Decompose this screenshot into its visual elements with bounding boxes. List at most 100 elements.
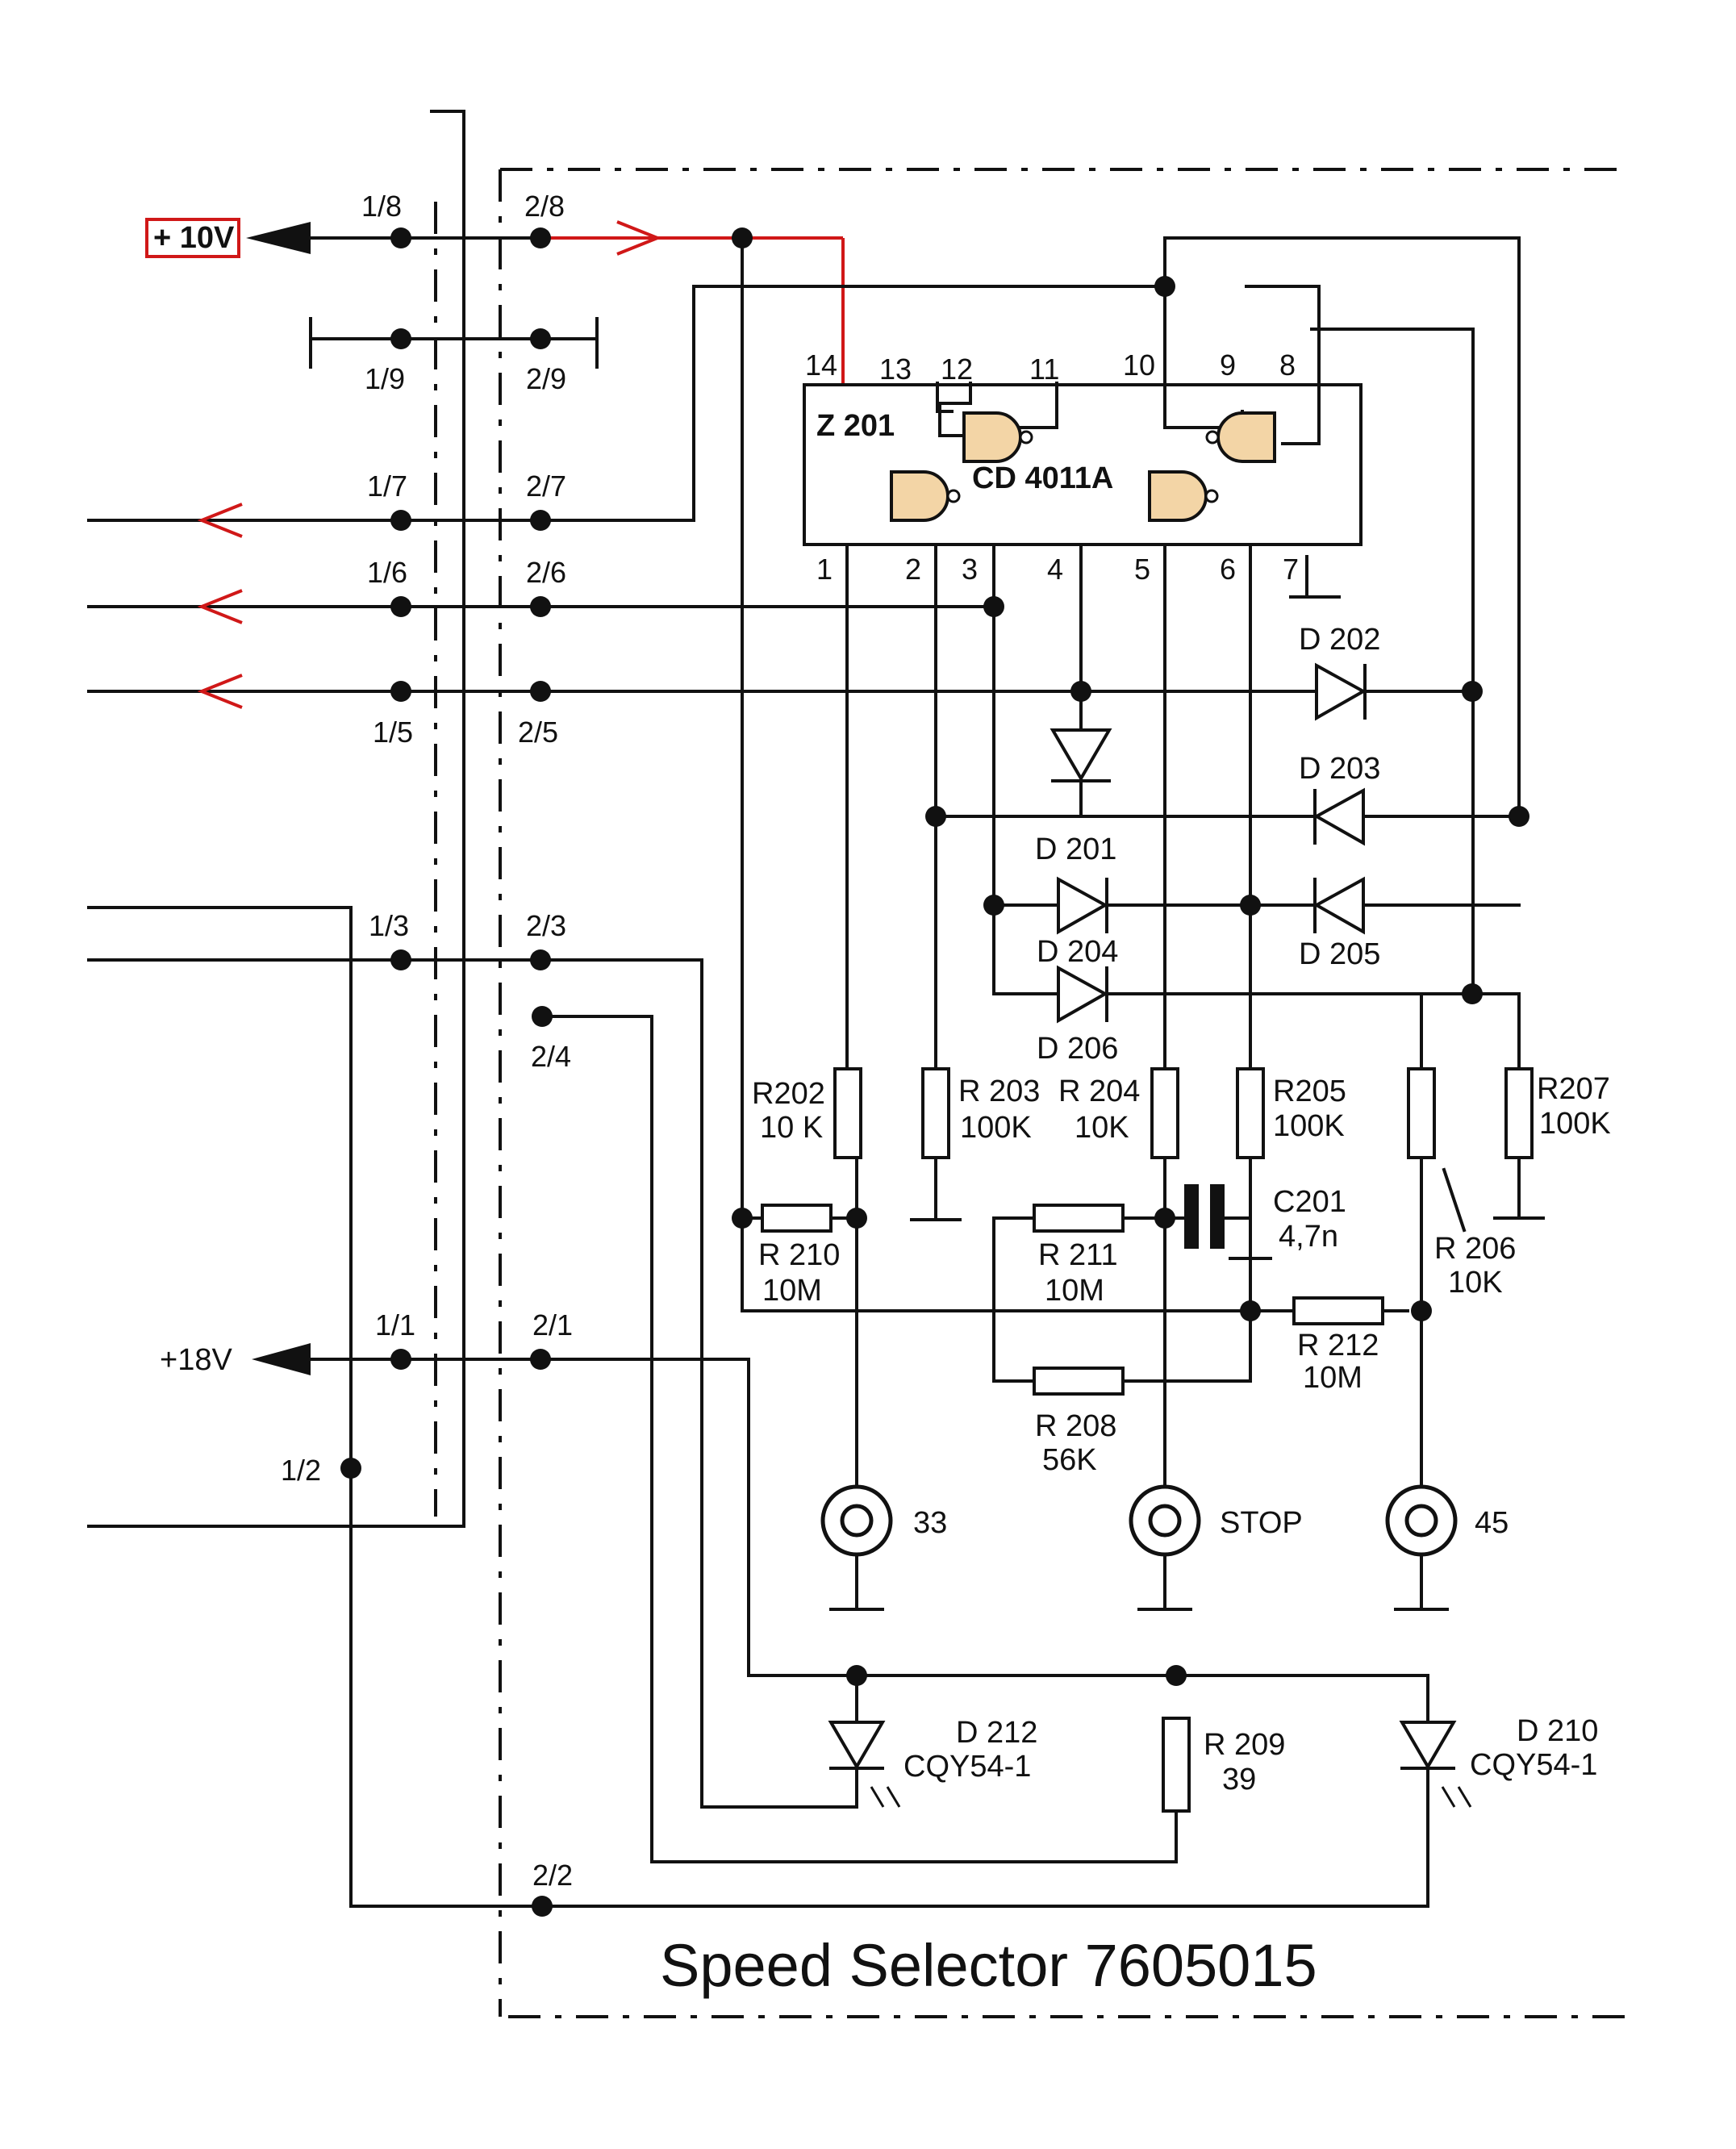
conn-1-9: 1/9 — [365, 362, 405, 395]
r210-value: 10M — [762, 1274, 822, 1308]
supply-18v-label: +18V — [160, 1343, 232, 1377]
conn-2-9: 2/9 — [526, 362, 566, 395]
r202-value: 10 K — [760, 1111, 823, 1145]
ic-pin-10: 10 — [1123, 348, 1155, 382]
ic-part: CD 4011A — [972, 461, 1113, 495]
diode-d206 — [1057, 965, 1109, 1024]
ic-pin-3: 3 — [962, 553, 978, 586]
resistor-r212 — [1292, 1296, 1384, 1325]
r204-name: R 204 — [1058, 1074, 1140, 1108]
nand-gate-2 — [1216, 411, 1276, 463]
nand-gate-4 — [1148, 470, 1208, 522]
led-d212: D 212 CQY54-1 — [828, 1674, 1037, 1808]
r210-name: R 210 — [758, 1238, 840, 1272]
r207-value: 100K — [1539, 1107, 1611, 1141]
resistor-r203 — [921, 1067, 950, 1159]
resistor-r208 — [1033, 1367, 1125, 1396]
ic-pin-5: 5 — [1134, 553, 1150, 586]
r212-name: R 212 — [1297, 1329, 1379, 1362]
resistor-r204 — [1150, 1067, 1179, 1159]
r209-value: 39 — [1222, 1763, 1256, 1796]
conn-1-1: 1/1 — [375, 1308, 415, 1342]
supply-10v-box — [145, 218, 240, 258]
resistor-r211 — [1033, 1204, 1125, 1233]
ic-pin-13: 13 — [879, 353, 912, 386]
diode-d201 — [1050, 728, 1112, 818]
c201-name: C201 — [1273, 1185, 1346, 1219]
conn-2-5: 2/5 — [518, 716, 558, 749]
r205-value: 100K — [1273, 1109, 1345, 1143]
conn-2-8: 2/8 — [524, 190, 565, 223]
arrow-10v — [246, 222, 311, 254]
d201-label: D 201 — [1035, 832, 1116, 866]
ic-pin-9: 9 — [1220, 348, 1236, 382]
conn-1-7: 1/7 — [367, 469, 407, 503]
resistor-r210 — [761, 1204, 833, 1233]
diode-d202 — [1315, 662, 1367, 721]
r202-name: R202 — [752, 1077, 825, 1111]
r205-name: R205 — [1273, 1074, 1346, 1108]
ic-ref: Z 201 — [816, 409, 895, 443]
resistors: R202 10 K R 203 100K R 204 10K R205 100K… — [752, 1067, 1611, 1813]
d210-name: D 210 — [1517, 1714, 1598, 1748]
resistor-r207 — [1504, 1067, 1534, 1159]
ic-pin-14: 14 — [805, 348, 837, 382]
connector-wiring — [87, 220, 1474, 1908]
conn-1-5: 1/5 — [373, 716, 413, 749]
ic-pin-4: 4 — [1047, 553, 1063, 586]
conn-1-6: 1/6 — [367, 556, 407, 589]
touch-buttons: 33 STOP 45 — [820, 1484, 1509, 1611]
ic-pin-11: 11 — [1029, 353, 1059, 386]
r203-value: 100K — [960, 1111, 1032, 1145]
r207-name: R207 — [1537, 1072, 1610, 1106]
board-outlines — [87, 110, 1630, 2018]
conn-1-3: 1/3 — [369, 909, 409, 942]
junctions — [340, 227, 1529, 1917]
ic-z201: Z 201 CD 4011A 14 13 12 11 10 9 8 1 2 3 … — [803, 348, 1363, 599]
c201-value: 4,7n — [1279, 1220, 1338, 1254]
button-33-label: 33 — [913, 1506, 947, 1540]
d202-label: D 202 — [1299, 623, 1380, 657]
connector-labels: 1/8 2/8 1/9 2/9 1/7 2/7 1/6 2/6 1/5 2/5 … — [281, 190, 573, 1892]
ic-pin-6: 6 — [1220, 553, 1236, 586]
resistor-r209 — [1162, 1717, 1191, 1813]
conn-2-2: 2/2 — [532, 1859, 573, 1892]
button-45-label: 45 — [1475, 1506, 1509, 1540]
d210-part: CQY54-1 — [1470, 1748, 1597, 1782]
led-d210: D 210 CQY54-1 — [1399, 1714, 1598, 1808]
r204-value: 10K — [1075, 1111, 1129, 1145]
diode-d204 — [1057, 876, 1109, 935]
conn-1-2: 1/2 — [281, 1454, 321, 1487]
button-33[interactable]: 33 — [820, 1484, 947, 1611]
resistor-r205 — [1236, 1067, 1265, 1159]
arrow-18v — [252, 1343, 311, 1375]
d206-label: D 206 — [1037, 1032, 1118, 1066]
button-45[interactable]: 45 — [1385, 1484, 1509, 1611]
r208-value: 56K — [1042, 1443, 1097, 1477]
d212-part: CQY54-1 — [903, 1750, 1031, 1784]
diode-d203 — [1312, 787, 1365, 846]
d205-label: D 205 — [1299, 937, 1380, 971]
ic-pin-2: 2 — [905, 553, 921, 586]
leds: D 212 CQY54-1 D 210 CQY54-1 — [828, 1674, 1598, 1808]
button-stop-label: STOP — [1220, 1506, 1303, 1540]
conn-2-6: 2/6 — [526, 556, 566, 589]
r206-name: R 206 — [1434, 1232, 1516, 1266]
capacitor-c201: C201 4,7n — [1163, 1184, 1346, 1260]
r208-name: R 208 — [1035, 1409, 1116, 1443]
conn-2-7: 2/7 — [526, 469, 566, 503]
resistor-r206 — [1407, 1067, 1436, 1159]
diode-d205 — [1312, 876, 1365, 935]
r211-name: R 211 — [1038, 1238, 1118, 1272]
button-stop[interactable]: STOP — [1129, 1484, 1303, 1611]
conn-2-1: 2/1 — [532, 1308, 573, 1342]
nand-gate-3 — [890, 470, 949, 522]
d204-label: D 204 — [1037, 935, 1118, 969]
conn-2-3: 2/3 — [526, 909, 566, 942]
ic-pin-7: 7 — [1283, 553, 1299, 586]
conn-1-8: 1/8 — [361, 190, 402, 223]
conn-2-4: 2/4 — [531, 1040, 571, 1073]
ic-pin-8: 8 — [1279, 348, 1296, 382]
ic-pin-12: 12 — [941, 353, 973, 386]
